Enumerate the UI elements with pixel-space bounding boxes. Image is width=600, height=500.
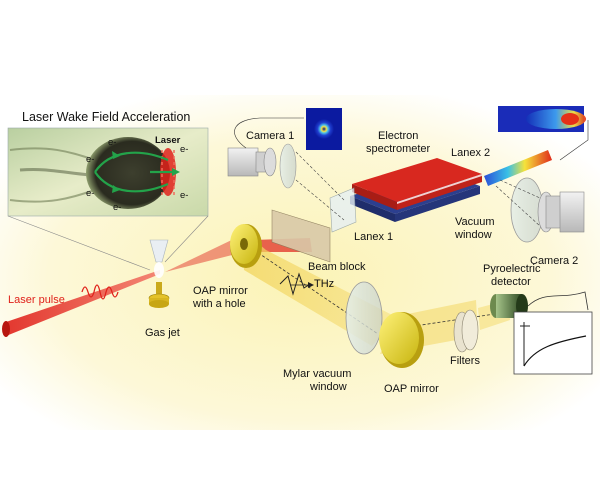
electron-label: e- bbox=[108, 137, 116, 148]
lanex2-label: Lanex 2 bbox=[451, 147, 490, 159]
diagram-title: Laser Wake Field Acceleration bbox=[22, 110, 190, 124]
mylar-label-2: window bbox=[309, 381, 347, 393]
pyro-label-1: Pyroelectric bbox=[483, 263, 541, 275]
electron-label: e- bbox=[180, 144, 188, 155]
electron-trajectory-upper bbox=[94, 151, 169, 173]
lanex2-screen bbox=[484, 150, 552, 186]
electron-spectrometer bbox=[350, 158, 482, 222]
lanex1-screen bbox=[329, 187, 357, 233]
pyro-label-2: detector bbox=[491, 276, 531, 288]
electron-label: e- bbox=[86, 188, 94, 199]
zoom-line bbox=[164, 215, 209, 263]
lanex1-label: Lanex 1 bbox=[354, 231, 393, 243]
oap-hole-label-2: with a hole bbox=[192, 298, 246, 310]
filters-label: Filters bbox=[450, 355, 480, 367]
camera1-label: Camera 1 bbox=[246, 130, 294, 142]
mylar-vacuum-window bbox=[345, 281, 383, 355]
electron-label: e- bbox=[180, 190, 188, 201]
electron-spectrometer-label-2: spectrometer bbox=[366, 143, 431, 155]
filters bbox=[453, 309, 479, 353]
beam-block bbox=[271, 209, 331, 263]
laser-pulse-wave bbox=[81, 284, 119, 300]
gas-jet-label: Gas jet bbox=[145, 327, 180, 339]
electron-label: e- bbox=[86, 154, 94, 165]
thz-waveform bbox=[279, 272, 311, 296]
camera2-label: Camera 2 bbox=[530, 255, 578, 267]
vacuum-window-label-2: window bbox=[454, 229, 492, 241]
electron-trajectory-lower bbox=[94, 171, 169, 193]
beam-block-label: Beam block bbox=[308, 261, 366, 273]
electron-label: e- bbox=[113, 202, 121, 213]
oap-mirror-label: OAP mirror bbox=[384, 383, 439, 395]
laser-pulse-label: Laser pulse bbox=[8, 294, 65, 306]
vacuum-window-label-1: Vacuum bbox=[455, 216, 495, 228]
oap-mirror bbox=[379, 312, 424, 368]
camera-2 bbox=[537, 191, 585, 233]
zoom-line bbox=[7, 215, 151, 271]
inset-laser-label: Laser bbox=[155, 135, 181, 146]
gas-jet bbox=[148, 239, 170, 308]
mylar-label-1: Mylar vacuum bbox=[283, 368, 351, 380]
electron-spectrometer-label-1: Electron bbox=[378, 130, 418, 142]
detector-signal-plot bbox=[513, 311, 593, 375]
lwfa-inset: Laser e- e- e- e- e- e- bbox=[7, 127, 209, 217]
oap-hole-label-1: OAP mirror bbox=[193, 285, 248, 297]
oap-mirror-with-hole bbox=[230, 224, 262, 268]
camera-1 bbox=[227, 143, 297, 189]
detector-cable bbox=[527, 291, 589, 311]
thz-label: THz bbox=[314, 278, 334, 290]
